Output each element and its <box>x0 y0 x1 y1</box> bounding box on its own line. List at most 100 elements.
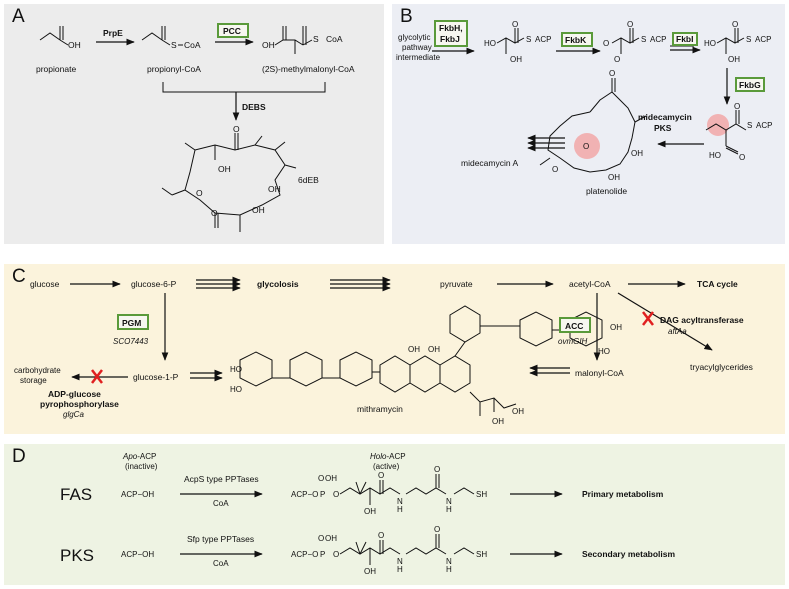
svg-text:O: O <box>333 550 339 559</box>
fkbk-label: FkbK <box>565 35 587 45</box>
carbohydrate-line2: storage <box>20 376 47 385</box>
svg-text:OH: OH <box>608 173 620 182</box>
svg-text:OH: OH <box>252 205 265 215</box>
svg-text:O: O <box>378 531 384 540</box>
svg-text:OH: OH <box>631 149 643 158</box>
intermediate-1: HO OH O S ACP <box>484 20 551 64</box>
svg-text:HO: HO <box>704 39 716 48</box>
glycolysis-label: glycolosis <box>257 279 299 289</box>
intermediate-2: O O O S ACP <box>603 20 666 64</box>
pks-phosphopantetheine: ACP−O P O OH O OH O N H O N H SH <box>291 525 487 576</box>
primary-metabolism-label: Primary metabolism <box>582 489 664 499</box>
svg-text:OH: OH <box>268 184 281 194</box>
propionyl-s: S <box>171 40 177 50</box>
fkbi-box <box>672 32 698 46</box>
svg-text:HO: HO <box>598 347 610 356</box>
svg-text:HO: HO <box>484 39 496 48</box>
start-line3: intermediate <box>396 53 441 62</box>
holo-active: (active) <box>373 462 400 471</box>
svg-text:S: S <box>641 35 646 44</box>
pgm-label: PGM <box>122 318 141 328</box>
panel-d-content: Apo-ACP (inactive) Holo-ACP (active) FAS… <box>60 452 676 576</box>
svg-text:Apo-ACP: Apo-ACP <box>122 452 156 461</box>
intermediate-3: HO OH O S ACP <box>704 20 771 64</box>
pks-coa: CoA <box>213 559 229 568</box>
holo-rest: -ACP <box>386 452 405 461</box>
pgm-gene: SCO7443 <box>113 337 149 346</box>
fas-phosphopantetheine: ACP−O P O OH O OH O N H O N H SH <box>291 465 487 516</box>
svg-text:SH: SH <box>476 490 487 499</box>
prpe-label: PrpE <box>103 28 123 38</box>
svg-text:S: S <box>747 121 752 130</box>
svg-text:N: N <box>397 497 403 506</box>
svg-text:H: H <box>446 505 452 514</box>
svg-text:S: S <box>526 35 531 44</box>
propionyl-coa-text: CoA <box>184 40 201 50</box>
sfp-pptases-label: Sfp type PPTases <box>187 534 254 544</box>
dag-knockout-x-icon <box>642 311 654 326</box>
svg-text:OH: OH <box>218 164 231 174</box>
svg-text:OH: OH <box>364 507 376 516</box>
svg-text:HO: HO <box>709 151 721 160</box>
svg-text:O: O <box>378 471 384 480</box>
methylmalonyl-coa-structure: OH S CoA <box>262 26 343 54</box>
dag-gene: aftAa <box>668 327 687 336</box>
adp-gene: glgCa <box>63 410 84 419</box>
svg-text:H: H <box>446 565 452 574</box>
svg-text:O: O <box>211 208 218 218</box>
svg-text:HO: HO <box>230 385 242 394</box>
carbohydrate-line1: carbohydrate <box>14 366 61 375</box>
svg-text:H: H <box>397 505 403 514</box>
svg-text:ACP: ACP <box>756 121 772 130</box>
svg-text:S: S <box>746 35 751 44</box>
apo-inactive: (inactive) <box>125 462 158 471</box>
panel-c-content: glucose glucose-6-P glycolosis pyruvate … <box>14 276 753 426</box>
svg-text:OH: OH <box>364 567 376 576</box>
svg-text:OH: OH <box>325 534 337 543</box>
svg-text:O: O <box>734 102 740 111</box>
pgm-box <box>117 314 149 330</box>
start-line1: glycolytic <box>398 33 430 42</box>
svg-text:O: O <box>318 534 324 543</box>
adp-glucose-line2: pyrophosphorylase <box>40 399 119 409</box>
svg-text:P: P <box>320 550 325 559</box>
svg-text:Holo-ACP: Holo-ACP <box>370 452 406 461</box>
malonyl-coa-label: malonyl-CoA <box>575 368 624 378</box>
svg-text:O: O <box>552 165 558 174</box>
glucose-label: glucose <box>30 279 60 289</box>
svg-text:ACP: ACP <box>650 35 666 44</box>
svg-text:O: O <box>434 525 440 534</box>
acc-label: ACC <box>565 321 583 331</box>
fas-coa: CoA <box>213 499 229 508</box>
mmcoa-coa: CoA <box>326 34 343 44</box>
svg-text:N: N <box>397 557 403 566</box>
pcc-label: PCC <box>223 26 241 36</box>
pcc-box <box>217 23 249 38</box>
fkbg-label: FkbG <box>739 80 761 90</box>
pyruvate-label: pyruvate <box>440 279 473 289</box>
pks-label: PKS <box>60 546 94 565</box>
svg-text:ACP: ACP <box>755 35 771 44</box>
fkbk-box <box>561 32 593 47</box>
propionate-oh: OH <box>68 40 81 50</box>
triacylglycerides-label: tryacylglycerides <box>690 362 753 372</box>
propionate-label: propionate <box>36 64 76 74</box>
fkbg-box <box>735 77 765 92</box>
svg-text:O: O <box>739 153 745 162</box>
holo-italic: Holo <box>370 452 387 461</box>
svg-text:ACP: ACP <box>535 35 551 44</box>
svg-text:O: O <box>318 474 324 483</box>
panel-b-content: glycolytic pathway intermediate FkbH, Fk… <box>396 20 772 196</box>
svg-text:ACP−O: ACP−O <box>291 550 318 559</box>
fkbh-label: FkbH, <box>439 23 463 33</box>
adp-knockout-x-icon <box>91 369 103 384</box>
apo-rest: -ACP <box>137 452 156 461</box>
propionyl-coa-label: propionyl-CoA <box>147 64 201 74</box>
panel-b-letter: B <box>400 6 413 27</box>
mithramycin-label: mithramycin <box>357 404 403 414</box>
panel-c-letter: C <box>12 266 26 287</box>
platenolide-structure: O OH OH O O <box>539 69 647 182</box>
svg-text:O: O <box>609 69 615 78</box>
panel-a-letter: A <box>12 6 25 27</box>
